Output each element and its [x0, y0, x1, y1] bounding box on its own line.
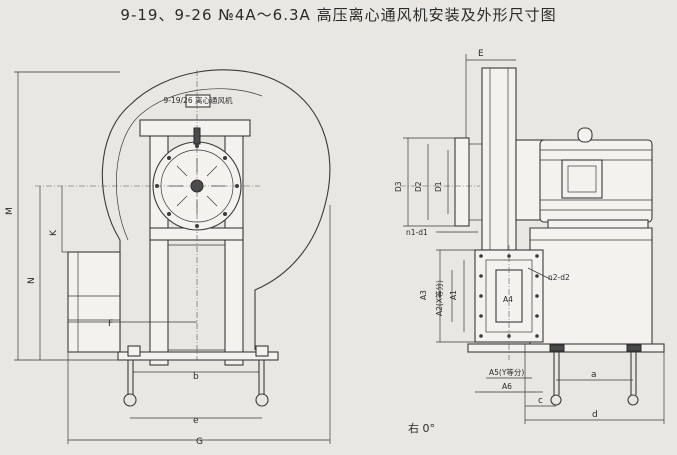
dim-A4: A4 [503, 295, 513, 304]
anchor-bolt-a [549, 344, 565, 406]
dim-D2: D2 [414, 181, 423, 192]
nameplate [185, 94, 211, 108]
base-plate [117, 351, 279, 361]
volute-inner-line [116, 88, 263, 241]
dim-d: d [592, 410, 598, 420]
dim-a: a [591, 370, 597, 380]
dim-D1: D1 [434, 181, 443, 192]
base-plate-side [467, 343, 665, 353]
dim-F: F [108, 319, 113, 329]
volute-casing [101, 69, 331, 350]
anchor-bolt-right [255, 360, 269, 407]
anchor-bolt-b [626, 344, 642, 406]
dim-A2: A2(X等分) [434, 280, 444, 316]
casing-side [481, 67, 517, 251]
outlet-duct [67, 251, 121, 353]
lifting-eye [577, 127, 593, 143]
outlet-flange-bolts [479, 254, 539, 338]
dim-D3: D3 [394, 181, 403, 192]
dim-A1: A1 [449, 290, 458, 300]
dim-E: E [478, 49, 484, 59]
outlet-duct-side [529, 227, 653, 353]
nameplate-text: 9-19/26 离心通风机 [164, 95, 233, 105]
front-dimensions [14, 71, 331, 444]
dim-n2-d2: n2-d2 [548, 273, 570, 282]
dim-n1-d1: n1-d1 [406, 228, 428, 237]
dim-A5: A5(Y等分) [489, 367, 524, 377]
front-view: 9-19/26 离心通风机 [5, 69, 331, 447]
dim-A6: A6 [502, 382, 512, 391]
dim-G: G [196, 437, 203, 447]
side-view: E D3 D2 D1 n1-d1 A3 A1 A2(X等分) A4 n2-d2 … [394, 49, 665, 435]
dim-M: M [5, 207, 15, 215]
anchor-bolt-left [123, 360, 137, 407]
dim-e: e [193, 416, 199, 426]
inlet-flange-side [454, 137, 470, 227]
dim-b: b [193, 372, 199, 382]
rotation-caption: 右 0° [408, 421, 435, 435]
motor-fins [540, 149, 652, 211]
dim-K: K [49, 229, 59, 236]
drawing-title: 9-19、9-26 №4A～6.3A 高压离心通风机安装及外形尺寸图 [120, 6, 557, 24]
dim-N: N [27, 277, 37, 284]
dim-c: c [538, 396, 543, 406]
dim-A3: A3 [419, 290, 428, 300]
side-dimensions [403, 54, 665, 424]
